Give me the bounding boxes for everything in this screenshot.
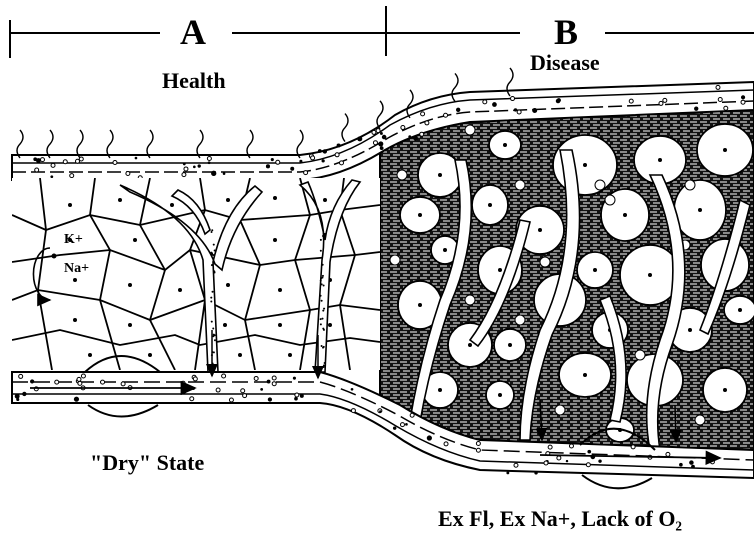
disease-state-label: Ex Fl, Ex Na+, Lack of O₂ [438, 508, 682, 530]
health-caption: Health [162, 70, 226, 92]
disease-caption: Disease [530, 52, 600, 74]
health-state-label: "Dry" State [90, 452, 204, 474]
sodium-ion-label: Na+ [64, 262, 89, 276]
section-divider-lines [10, 6, 754, 58]
section-a-label: A [174, 14, 212, 50]
section-b-label: B [548, 14, 584, 50]
potassium-ion-label: K+ [64, 233, 83, 247]
